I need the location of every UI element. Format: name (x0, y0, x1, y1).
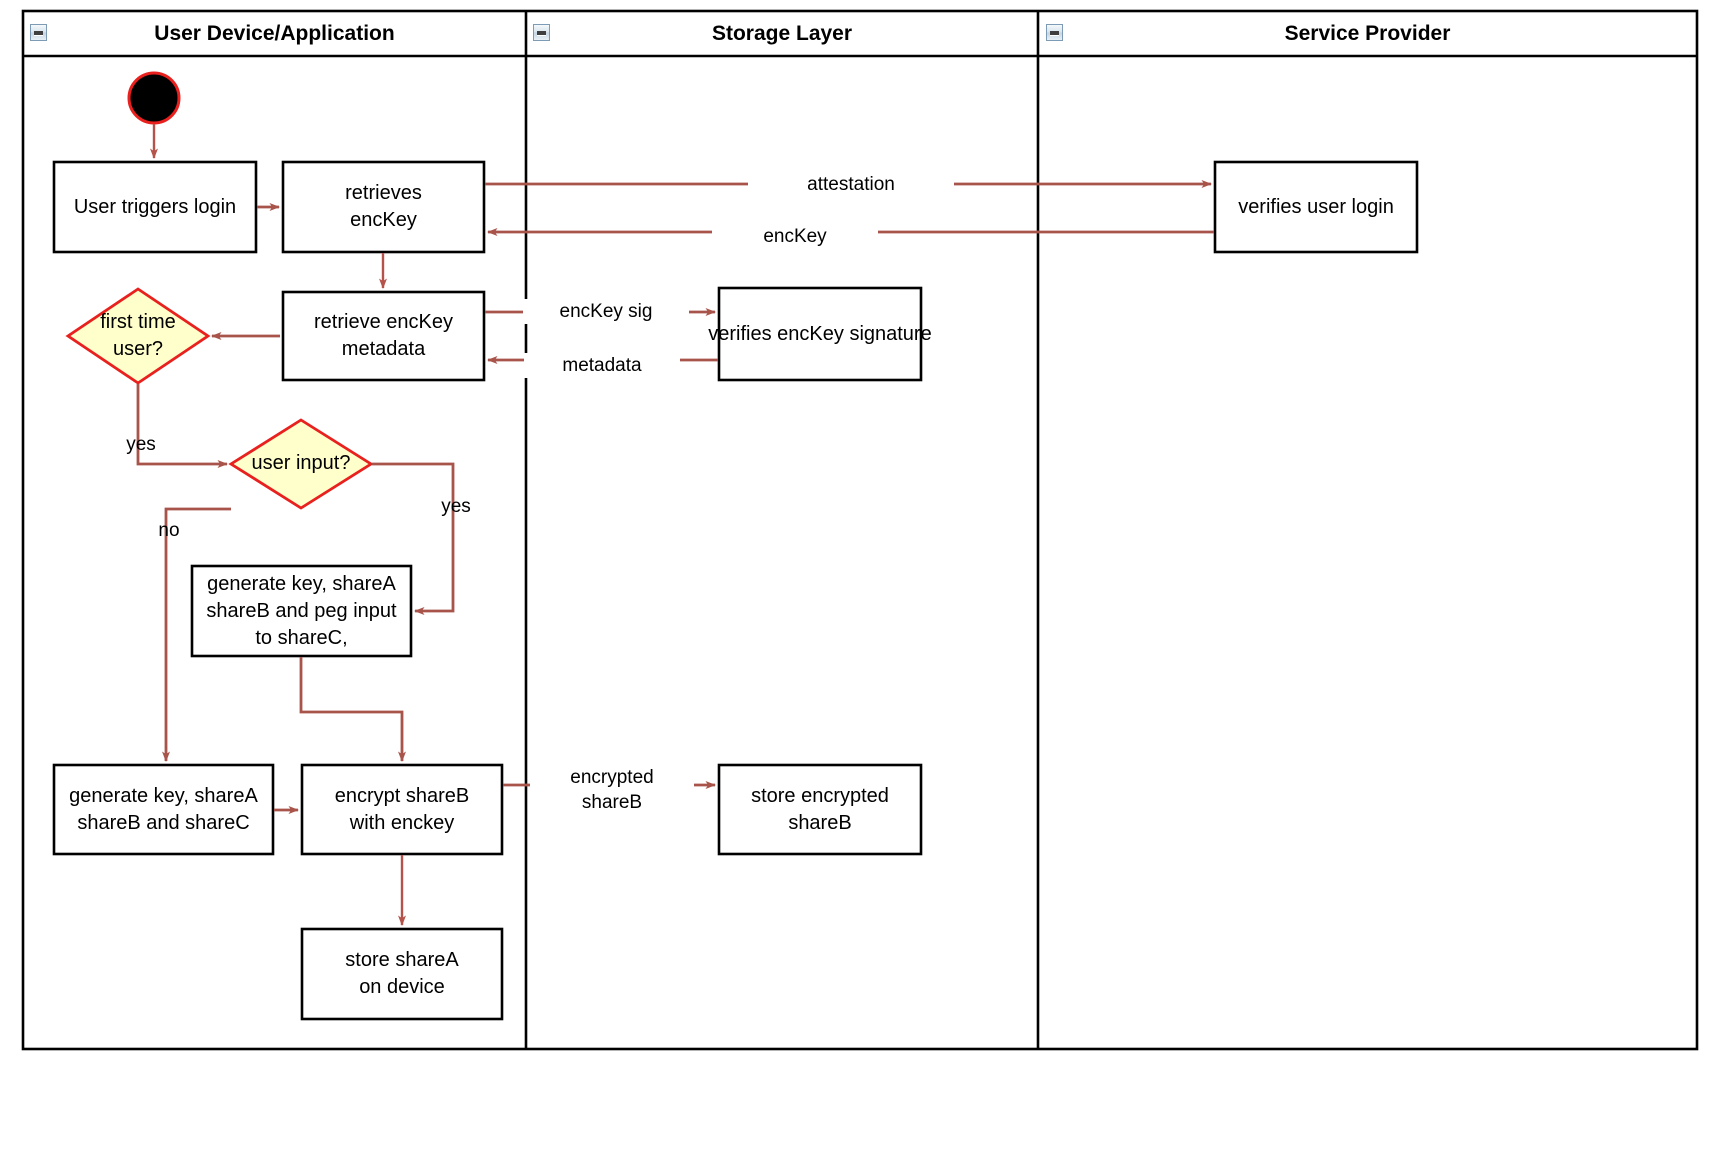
node-verifies-user-login-shape (1213, 160, 1419, 254)
node-first-time-user-shape (65, 287, 211, 385)
edge-peg-to-encrypt (299, 657, 406, 762)
edge-yes-to-generate-peg (372, 462, 455, 615)
node-store-sharea-shape (300, 927, 504, 1021)
node-store-encrypted-shareb-shape (717, 763, 923, 856)
node-retrieves-enckey-shape (281, 160, 486, 254)
edge-label-metadata: metadata (524, 353, 680, 378)
node-user-input-shape (228, 418, 374, 510)
collapse-icon-lane-user-device[interactable] (30, 24, 47, 41)
lane-title-storage: Storage Layer (711, 22, 853, 45)
collapse-icon-lane-service[interactable] (1046, 24, 1063, 41)
node-verifies-enckey-signature-shape (717, 286, 923, 382)
node-encrypt-shareb-shape (300, 763, 504, 856)
edge-label-enckey-sig: encKey sig (523, 299, 689, 324)
node-retrieve-enckey-metadata-shape (281, 290, 486, 382)
node-generate-peg-shape (190, 564, 413, 658)
node-generate-shares-shape (52, 763, 275, 856)
collapse-icon-lane-storage[interactable] (533, 24, 550, 41)
edge-label-enckey: encKey (712, 224, 878, 249)
initial-node (127, 71, 181, 125)
swimlane-frame (21, 9, 1699, 1051)
edge-no-to-generate-shares (161, 507, 231, 762)
node-user-triggers-login-shape (52, 160, 258, 254)
edge-label-yes-first-time: yes (126, 434, 156, 455)
edge-label-attestation: attestation (748, 172, 954, 197)
lane-title-user-device: User Device/Application (154, 22, 395, 45)
minus-glyph (34, 31, 43, 36)
minus-glyph (537, 31, 546, 36)
edge-label-no-user-input: no (158, 520, 180, 541)
edge-yes-to-userinput (136, 384, 228, 469)
minus-glyph (1050, 31, 1059, 36)
edge-label-encrypted-shareb: encrypted shareB (530, 765, 694, 815)
edge-label-yes-user-input: yes (441, 496, 471, 517)
lane-title-service: Service Provider (1284, 22, 1451, 45)
